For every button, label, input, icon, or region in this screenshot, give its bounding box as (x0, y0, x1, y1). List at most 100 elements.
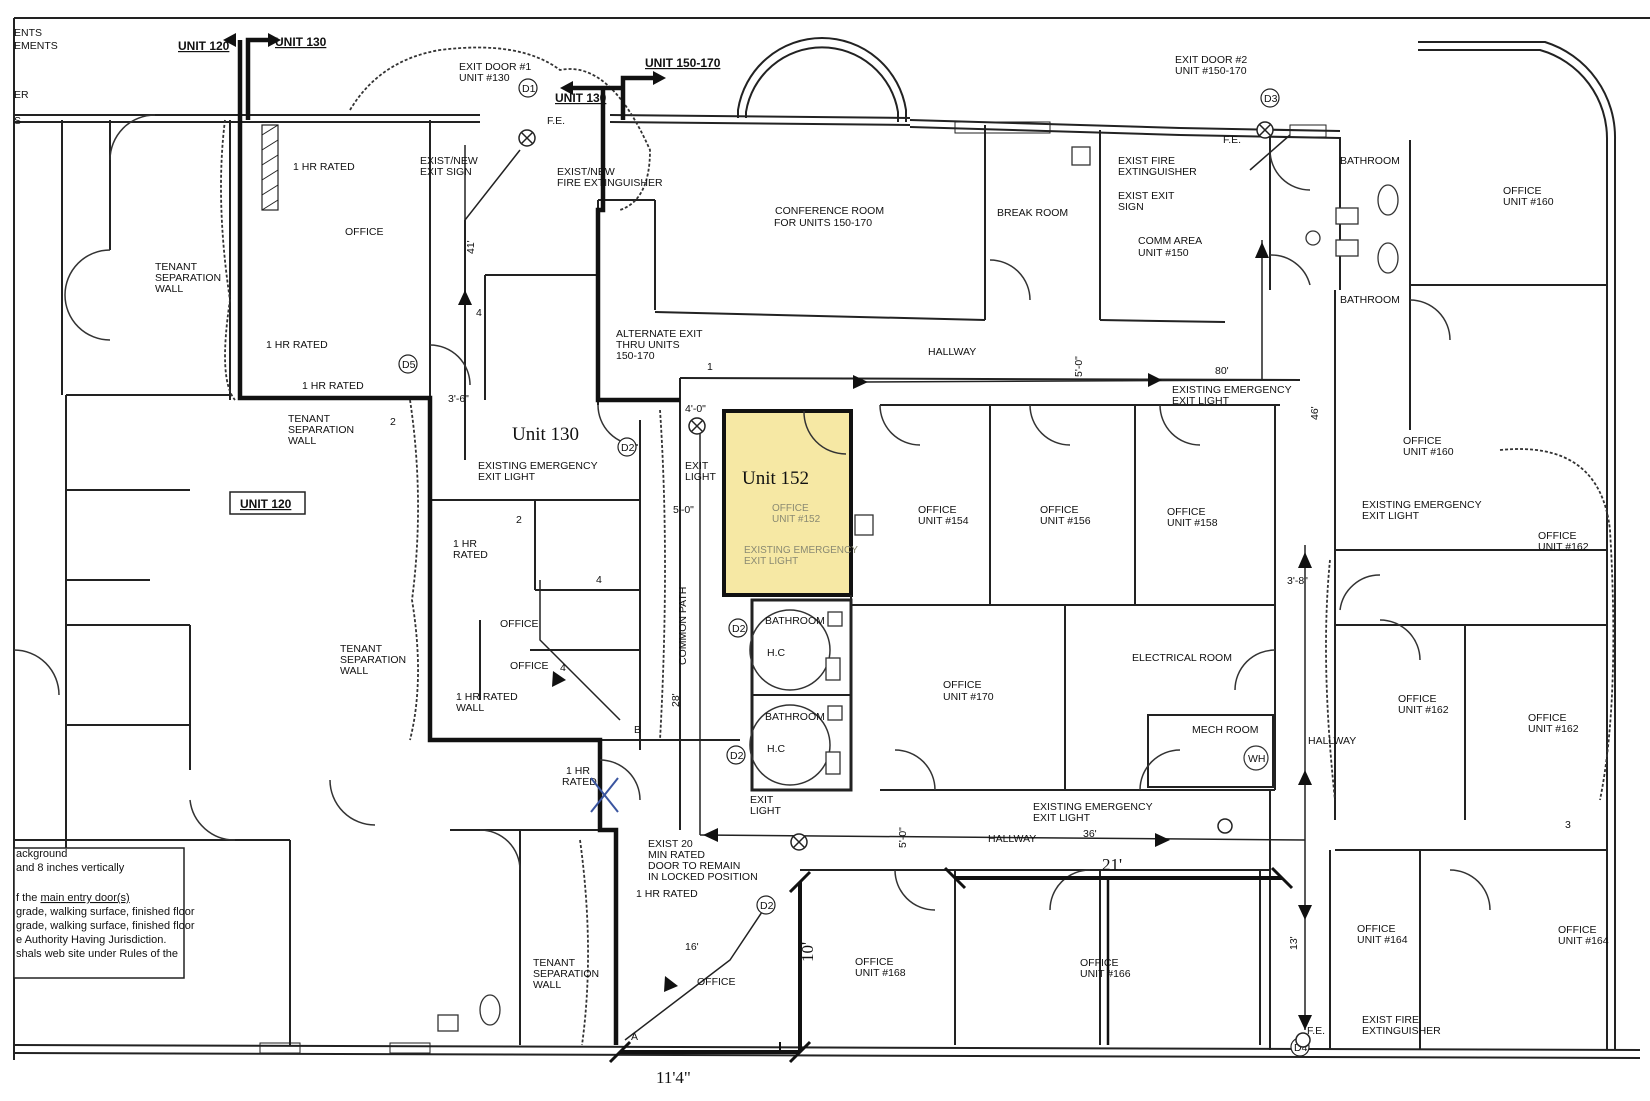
note-exist20-c: DOOR TO REMAIN (648, 860, 740, 872)
note-alt-exit-a: ALTERNATE EXIT (616, 328, 703, 340)
tag-d2c: D2 (730, 750, 744, 762)
room-office-162-a2: UNIT #162 (1538, 541, 1589, 553)
room-bath-hc-2: BATHROOM (765, 711, 825, 723)
heading-unit-120-center: UNIT 120 (240, 497, 292, 511)
room-office-160-b1: OFFICE (1403, 435, 1442, 447)
room-office-164-b2: UNIT #164 (1558, 935, 1609, 947)
room-office-162-c2: UNIT #162 (1528, 723, 1579, 735)
edge-text-3: ER (14, 89, 29, 101)
note-fe-3: F.E. (1307, 1025, 1325, 1037)
note-existing-em-2b: EXIT LIGHT (1172, 395, 1230, 407)
room-office-166-2: UNIT #166 (1080, 968, 1131, 980)
note-exist-new-fe-a: EXIST/NEW (557, 166, 615, 178)
tag-d5: D5 (402, 359, 416, 371)
tag-4b: 4 (596, 574, 602, 586)
note-exist-new-fe-b: FIRE EXTINGUISHER (557, 177, 663, 189)
tag-4c: 4 (560, 662, 566, 674)
room-office-130: OFFICE (345, 226, 384, 238)
note-exist-exit-sign-a: EXIST EXIT (1118, 190, 1175, 202)
room-hallway-top: HALLWAY (928, 346, 976, 358)
room-office-162-a1: OFFICE (1538, 530, 1577, 542)
tag-2b: 2 (516, 514, 522, 526)
tag-d2d: D2 (760, 900, 774, 912)
unit-152-highlight (722, 409, 853, 597)
note-tenant-sep-4c: WALL (533, 979, 561, 991)
room-office-156-1: OFFICE (1040, 504, 1079, 516)
note-alt-exit-b: THRU UNITS (616, 339, 680, 351)
room-comm-area-2: UNIT #150 (1138, 247, 1189, 259)
note-tenant-sep-3a: TENANT (340, 643, 383, 655)
dim-5-0b: 5'-0" (1073, 356, 1085, 377)
unit-152-door-arc (803, 410, 847, 455)
note-exist-new-exit-b: EXIT SIGN (420, 166, 472, 178)
room-office-160-a2: UNIT #160 (1503, 196, 1554, 208)
room-hc-1: H.C (767, 647, 786, 659)
dim-3-8: 3'-8" (1287, 575, 1308, 587)
dim-28: 28' (670, 693, 682, 707)
tag-point-a: A (631, 1031, 638, 1043)
note-fe-1: F.E. (547, 115, 565, 127)
tag-d1: D1 (522, 83, 536, 95)
notes-box-line-5: grade, walking surface, finished floor (16, 920, 195, 932)
room-office-166-1: OFFICE (1080, 957, 1119, 969)
rated-walls (237, 40, 680, 1045)
label-unit-152: Unit 152 (742, 468, 809, 489)
room-office-164-a1: OFFICE (1357, 923, 1396, 935)
room-bathroom-bottom: BATHROOM (1340, 294, 1400, 306)
notes-box-line-3a: f the (16, 892, 40, 904)
common-path-label: COMMON PATH (677, 587, 689, 665)
room-hallway-right: HALLWAY (1308, 735, 1356, 747)
room-bathroom-top: BATHROOM (1340, 155, 1400, 167)
measurement-overlay (608, 866, 1294, 1064)
note-existing-em-1b: EXIT LIGHT (478, 471, 536, 483)
note-existing-em-4b: EXIT LIGHT (1033, 812, 1091, 824)
revision-clouds (220, 46, 1615, 1046)
note-exist-fire-ext-bottom-b: EXTINGUISHER (1362, 1025, 1441, 1037)
notes-box-line-7: shals web site under Rules of the (16, 948, 178, 960)
note-existing-em-3b: EXIT LIGHT (1362, 510, 1420, 522)
note-existing-em-1a: EXISTING EMERGENCY (478, 460, 598, 472)
note-1hr-1: 1 HR (453, 538, 477, 550)
note-existing-em-4a: EXISTING EMERGENCY (1033, 801, 1153, 813)
room-mech: MECH ROOM (1192, 724, 1259, 736)
note-tenant-sep-3c: WALL (340, 665, 368, 677)
dim-10: 10' (798, 942, 817, 962)
note-tenant-sep-1a: TENANT (155, 261, 198, 273)
exit-sign-symbols (518, 121, 1311, 1048)
edge-text-4: S (14, 115, 21, 127)
notes-box-line-4: grade, walking surface, finished floor (16, 906, 195, 918)
room-bath-hc-1: BATHROOM (765, 615, 825, 627)
notes-box-line-6: e Authority Having Jurisdiction. (16, 934, 166, 946)
room-office-156-2: UNIT #156 (1040, 515, 1091, 527)
room-office-164-a2: UNIT #164 (1357, 934, 1408, 946)
tag-d2a: D2 (621, 442, 635, 454)
room-office-164-b1: OFFICE (1558, 924, 1597, 936)
room-hc-2: H.C (767, 743, 786, 755)
note-tenant-sep-2a: TENANT (288, 413, 331, 425)
room-office-c: OFFICE (697, 976, 736, 988)
dim-80: 80' (1215, 365, 1229, 377)
tag-d2b: D2 (732, 623, 746, 635)
note-exit-door1-a: EXIT DOOR #1 (459, 61, 531, 73)
heading-unit-130-top: UNIT 130 (275, 35, 327, 49)
unit-heading-arrows (223, 33, 666, 120)
egress-paths (458, 134, 1312, 1041)
tag-point-b: B (634, 724, 641, 736)
dim-41: 41' (465, 240, 477, 254)
tag-3: 3 (1565, 819, 1571, 831)
note-tenant-sep-1c: WALL (155, 283, 183, 295)
note-exist-fire-ext-a: EXIST FIRE (1118, 155, 1175, 167)
plumbing-fixtures (437, 146, 1399, 1032)
rated-wall-hatch (261, 124, 279, 211)
room-office-154-2: UNIT #154 (918, 515, 969, 527)
interior-walls (14, 120, 1607, 1050)
room-office-158-2: UNIT #158 (1167, 517, 1218, 529)
heading-unit-120: UNIT 120 (178, 39, 230, 53)
dim-36: 36' (1083, 828, 1097, 840)
note-tenant-sep-4b: SEPARATION (533, 968, 599, 980)
dim-11-4: 11'4" (656, 1068, 691, 1087)
heading-unit-150-170: UNIT 150-170 (645, 56, 721, 70)
room-electrical: ELECTRICAL ROOM (1132, 652, 1232, 664)
note-tenant-sep-2b: SEPARATION (288, 424, 354, 436)
